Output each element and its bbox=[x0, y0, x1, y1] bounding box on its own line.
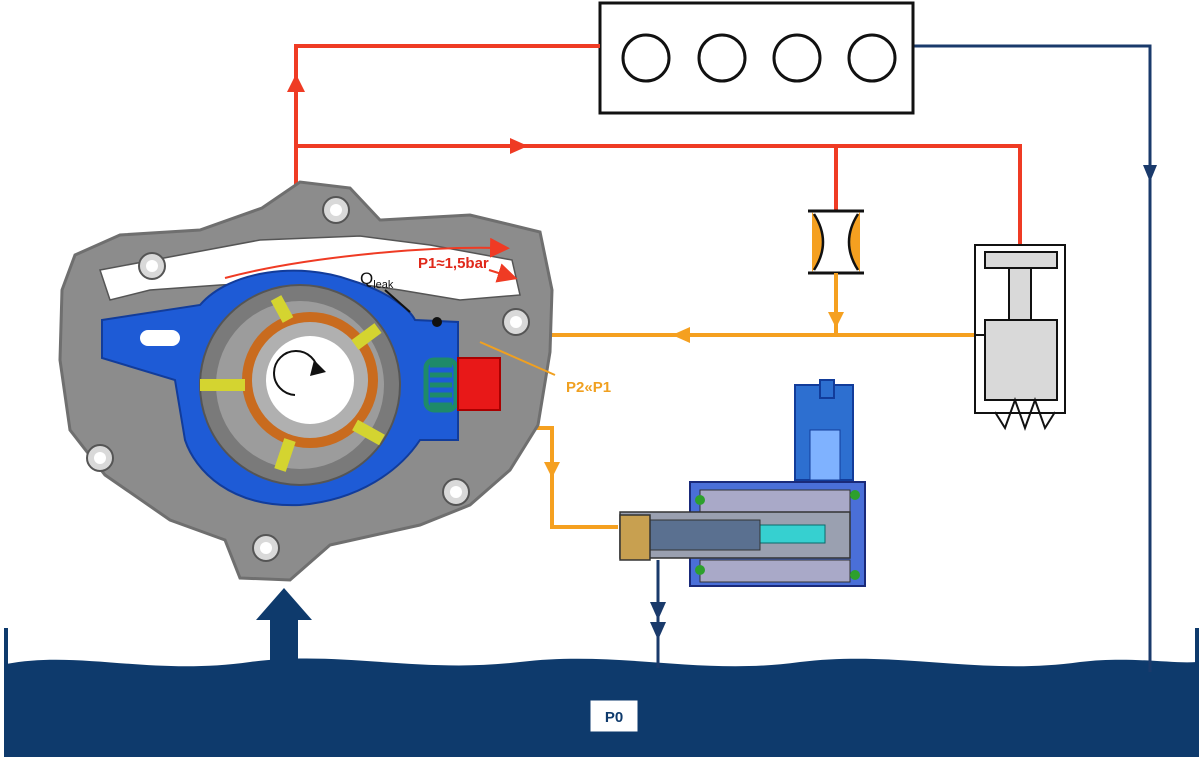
regulator-spring bbox=[423, 357, 459, 413]
p2-label: P2«P1 bbox=[566, 379, 611, 396]
control-down-arrow bbox=[544, 462, 560, 478]
p0-label: P0 bbox=[605, 709, 623, 726]
oil-sump bbox=[4, 628, 1199, 757]
orifice-down-arrow bbox=[828, 312, 844, 328]
oil-pump bbox=[58, 180, 554, 582]
return-arrow bbox=[1143, 165, 1157, 182]
p1-label: P1≈1,5bar bbox=[418, 255, 489, 272]
p1-flow-arrows bbox=[224, 237, 518, 283]
high-pressure-line bbox=[294, 44, 1022, 248]
leak-point bbox=[432, 317, 442, 327]
orifice-icon bbox=[808, 209, 864, 275]
leak-pointer bbox=[384, 289, 411, 313]
rotation-arrow-icon bbox=[273, 350, 319, 396]
right-arrow bbox=[510, 138, 528, 154]
control-piston bbox=[457, 357, 501, 411]
engine-block bbox=[598, 1, 915, 115]
return-line bbox=[913, 44, 1152, 672]
q-leak-label: Qleak bbox=[360, 269, 394, 291]
solenoid-valve-icon bbox=[619, 379, 866, 587]
suction-arrow bbox=[256, 588, 312, 666]
p2-pointer bbox=[479, 341, 556, 376]
pressure-relief-valve-icon bbox=[974, 244, 1066, 431]
control-left-arrow bbox=[672, 327, 690, 343]
up-arrow bbox=[287, 74, 305, 92]
p0-label-box bbox=[589, 699, 639, 733]
